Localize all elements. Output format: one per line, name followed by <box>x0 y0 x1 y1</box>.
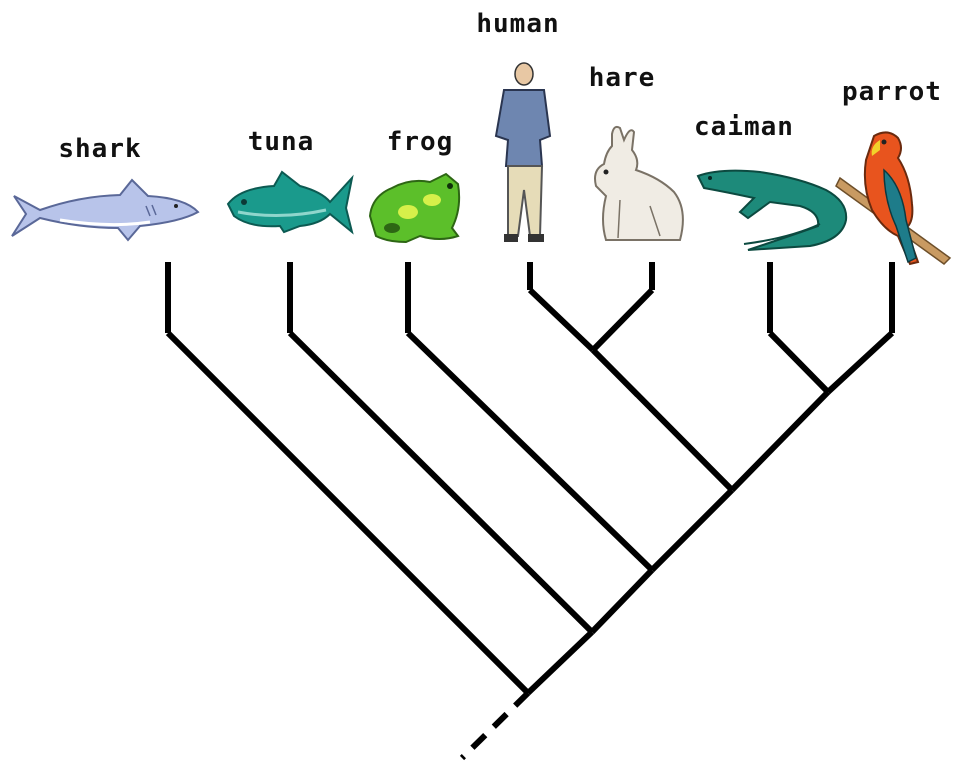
frog-icon <box>370 174 459 242</box>
branch-archosaurs <box>732 392 828 490</box>
label-shark: shark <box>58 134 141 164</box>
label-human: human <box>476 9 559 39</box>
branch-hare <box>593 290 652 350</box>
label-parrot: parrot <box>842 77 942 107</box>
label-caiman: caiman <box>694 112 794 142</box>
label-tuna: tuna <box>248 127 315 157</box>
hare-icon <box>595 127 683 240</box>
branch-parrot <box>828 333 892 392</box>
tuna-icon <box>228 172 352 232</box>
parrot-icon <box>836 132 950 264</box>
branch-tetrapods <box>592 570 652 632</box>
branch-human <box>530 290 593 350</box>
branch-tuna <box>290 333 592 632</box>
root-continuation <box>462 693 528 758</box>
branch-caiman <box>770 333 828 392</box>
branch-amniotes <box>652 490 732 570</box>
label-hare: hare <box>589 63 656 93</box>
branch-bony-fishes <box>528 632 592 693</box>
tree-branches <box>168 262 892 758</box>
shark-icon <box>12 180 198 240</box>
label-frog: frog <box>387 127 454 157</box>
branch-mammals <box>593 350 732 490</box>
caiman-icon <box>698 171 846 250</box>
human-icon <box>496 63 550 242</box>
